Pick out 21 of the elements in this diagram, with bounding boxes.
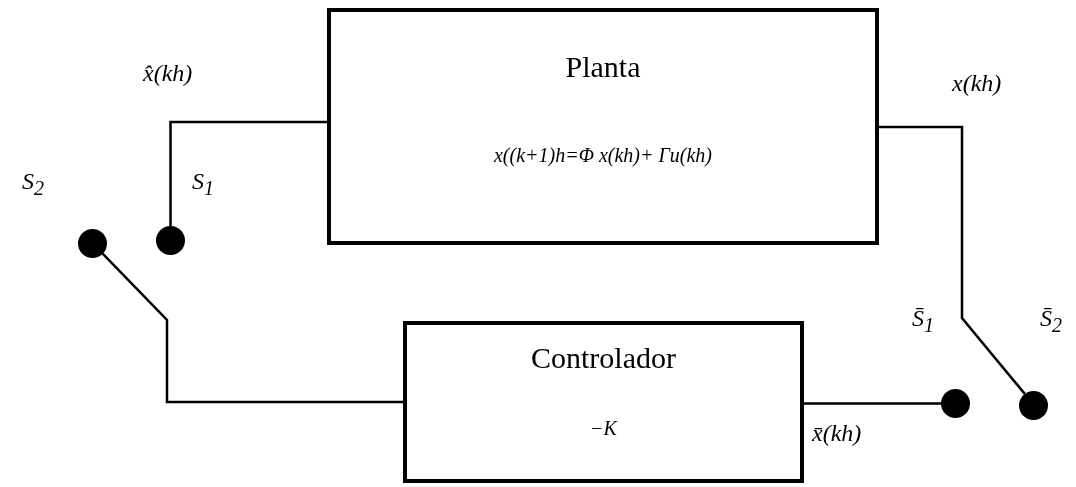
connector-line [169, 120, 327, 226]
connector-line [879, 125, 1026, 395]
signal-label: x̂(kh) [143, 60, 193, 87]
switch-contact-dot [156, 226, 185, 255]
plant-block [327, 8, 879, 245]
switch-contact-dot [941, 389, 970, 418]
switch-label: S̄$_{2}$ [1040, 305, 1062, 337]
block-equation: −K [589, 417, 619, 440]
switch-contact-dot [1019, 391, 1048, 420]
signal-label: x̄(kh) [812, 420, 862, 447]
switch-label: S$_{1}$ [192, 168, 214, 200]
connector-line [804, 402, 941, 405]
controller-block [403, 321, 804, 483]
signal-label: x(kh) [952, 70, 1002, 97]
block-title: Controlador [530, 341, 677, 375]
switch-label: S̄$_{1}$ [912, 305, 934, 337]
connector-line [101, 252, 403, 404]
block-equation: x((k+1)h=Φ x(kh)+ Γu(kh) [492, 144, 714, 167]
block-title: Planta [564, 50, 642, 84]
switch-contact-dot [78, 229, 107, 258]
switch-label: S$_{2}$ [22, 168, 44, 200]
